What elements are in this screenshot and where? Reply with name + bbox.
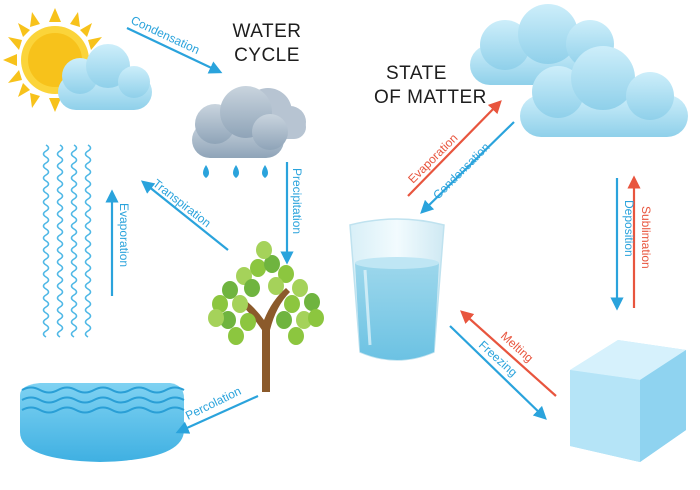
label-deposition: Deposition: [622, 200, 636, 257]
leaf: [278, 265, 294, 283]
label-sublimation: Sublimation: [639, 206, 653, 269]
leaf: [268, 277, 284, 295]
water-cycle-title-line1: WATER: [232, 21, 302, 42]
percolation-arrow: [175, 394, 259, 434]
leaf: [264, 255, 280, 273]
leaf: [292, 279, 308, 297]
leaf: [276, 311, 292, 329]
water-cycle-arrows: [105, 27, 294, 434]
evaporation-waves-icon: [42, 144, 92, 338]
leaf: [308, 309, 324, 327]
vapor-line: [42, 144, 50, 338]
leaf: [232, 295, 248, 313]
transpiration-arrow: [140, 180, 229, 251]
leaf: [240, 313, 256, 331]
leaf: [222, 281, 238, 299]
leaf: [228, 327, 244, 345]
melting-arrow: [460, 310, 557, 397]
state-arrows: [407, 100, 641, 420]
leaf: [304, 293, 320, 311]
leaf: [284, 295, 300, 313]
raindrops-icon: [203, 165, 268, 178]
lake-icon: [20, 383, 185, 462]
vapor-line: [56, 144, 64, 338]
leaf: [250, 259, 266, 277]
sun-cloud-icon: [58, 44, 152, 110]
condensation-state-arrow: [420, 121, 515, 214]
state-of-matter-title-line2: OF MATTER: [374, 87, 487, 108]
label-evaporation-water: Evaporation: [117, 203, 131, 267]
leaf: [256, 241, 272, 259]
glass-of-water-icon: [349, 218, 445, 361]
leaf: [212, 295, 228, 313]
leaf: [244, 279, 260, 297]
vapor-line: [84, 144, 92, 338]
leaf: [288, 327, 304, 345]
condensation-arrow: [126, 27, 223, 74]
water-cycle-title-line2: CYCLE: [234, 45, 300, 66]
vapor-line: [70, 144, 78, 338]
evaporation-state-arrow: [407, 100, 502, 197]
tree-icon: [208, 241, 324, 392]
label-precipitation: Precipitation: [290, 168, 304, 234]
freezing-arrow: [449, 325, 547, 420]
leaf: [208, 309, 224, 327]
leaf: [220, 311, 236, 329]
ice-cube-icon: [570, 340, 686, 462]
vapor-cloud-icon: [470, 4, 688, 137]
state-of-matter-title-line1: STATE: [386, 63, 447, 84]
label-transpiration: Transpiration: [150, 176, 213, 230]
state-of-matter-title: STATE OF MATTER: [374, 62, 487, 110]
water-cycle-title: WATER CYCLE: [222, 20, 312, 68]
leaf: [296, 311, 312, 329]
rain-cloud-icon: [192, 86, 306, 158]
